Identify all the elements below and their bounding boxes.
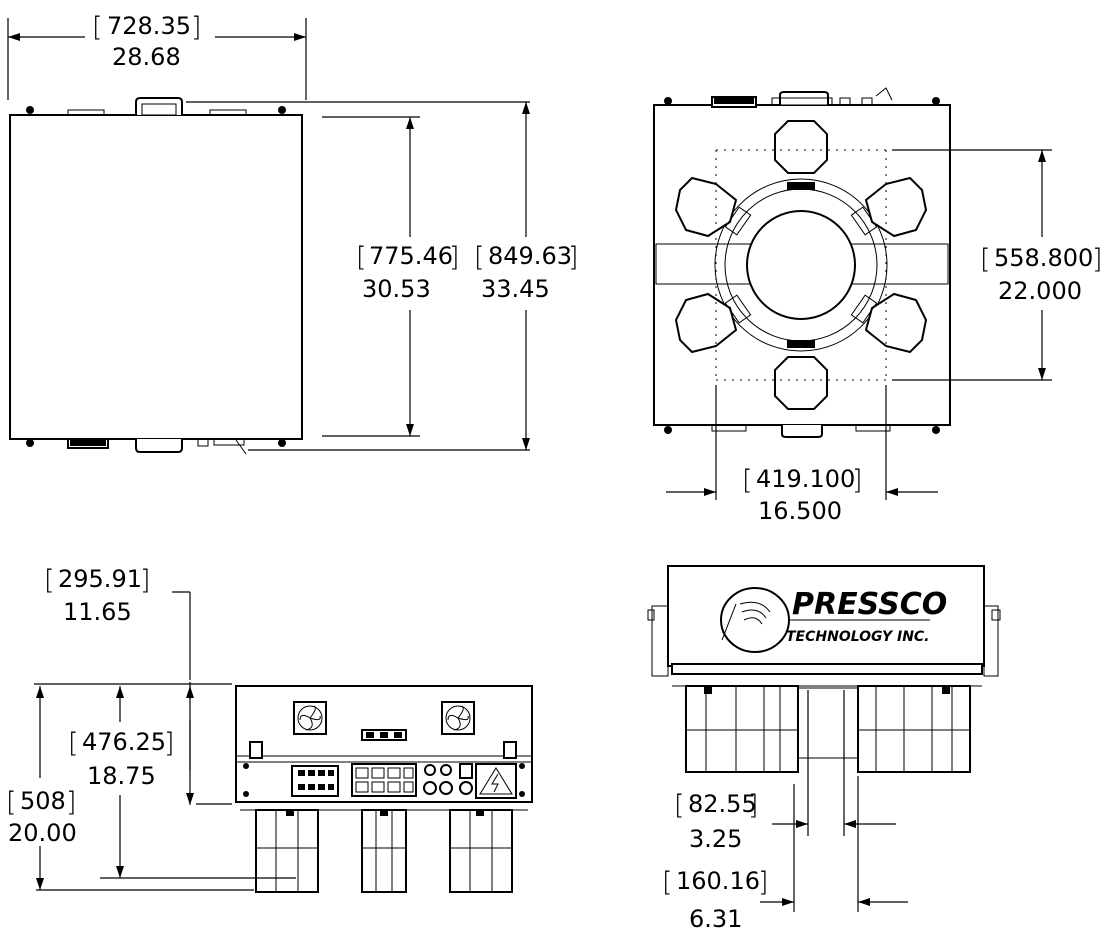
bracket-left: [ [980,244,991,275]
bracket-right: ] [852,465,863,496]
bracket-left: [ [6,787,17,818]
dim-top-inner-in: 30.53 [362,275,431,303]
logo-name: PRESSCO [792,587,947,622]
dim-side-gap-in: 3.25 [689,825,742,853]
dim-bottom-span-in: 22.000 [998,277,1082,305]
high-voltage-warning-icon [475,763,517,799]
fan-icon [293,701,327,735]
bottom-view [653,87,1052,500]
bracket-left: [ [356,242,367,273]
dim-front-mid-in: 18.75 [87,762,156,790]
dim-side-wide-mm: 160.16 [676,867,760,895]
dim-top-width-in: 28.68 [112,43,181,71]
bracket-left: [ [742,465,753,496]
front-view [34,591,533,893]
dim-side-gap-mm: 82.55 [688,790,757,818]
dim-bottom-horiz-mm: 419.100 [756,465,855,493]
dim-front-top-in: 11.65 [63,598,132,626]
dim-front-top-mm: 295.91 [58,565,142,593]
pressco-logo: PRESSCO TECHNOLOGY INC. [720,587,947,653]
bracket-right: ] [449,242,460,273]
bracket-right: ] [748,790,759,821]
bracket-right: ] [191,12,202,43]
bracket-right: ] [758,867,769,898]
side-view: PRESSCO TECHNOLOGY INC. [647,565,1001,912]
top-view [7,18,530,455]
bracket-left: [ [674,790,685,821]
dim-bottom-horiz-in: 16.500 [758,497,842,525]
dim-front-total-in: 20.00 [8,819,77,847]
logo-subtitle: TECHNOLOGY INC. [786,629,930,645]
bracket-right: ] [568,242,579,273]
dim-top-inner-mm: 775.46 [369,242,453,270]
bracket-left: [ [474,242,485,273]
dim-front-mid-mm: 476.25 [82,728,166,756]
bracket-right: ] [140,565,151,596]
bracket-left: [ [44,565,55,596]
dim-front-total-mm: 508 [20,787,66,815]
bracket-right: ] [66,787,77,818]
bracket-right: ] [1092,244,1102,275]
top-view-enclosure [9,114,303,440]
dim-top-width-mm: 728.35 [107,12,191,40]
fan-icon [441,701,475,735]
bracket-left: [ [662,867,673,898]
bracket-right: ] [164,728,175,759]
dim-bottom-span-mm: 558.800 [994,244,1093,272]
bracket-left: [ [92,12,103,43]
dim-top-outer-mm: 849.63 [488,242,572,270]
dim-side-wide-in: 6.31 [689,905,742,933]
dim-top-outer-in: 33.45 [481,275,550,303]
bracket-left: [ [68,728,79,759]
